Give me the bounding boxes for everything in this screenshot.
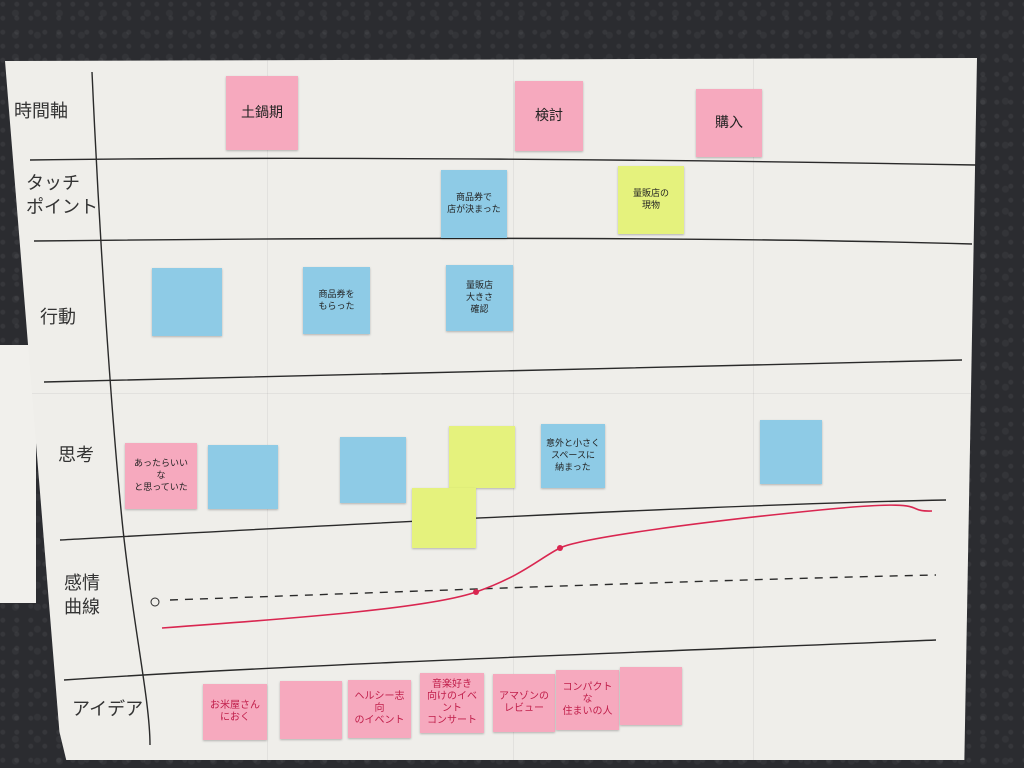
sticky-note-action: 商品券を もらった [303, 267, 370, 334]
sticky-note-thought: 意外と小さく スペースに 納まった [541, 424, 605, 488]
emotion-curve-line [161, 504, 933, 629]
emotion-baseline [169, 574, 937, 601]
emotion-curve-point [473, 589, 479, 595]
sticky-note-action: 量販店 大きさ 確認 [446, 265, 513, 331]
sticky-note-time: 購入 [696, 89, 762, 157]
row-divider [63, 639, 937, 681]
sticky-note-idea [280, 681, 342, 739]
row-label-thought: 思考 [58, 445, 94, 466]
sticky-note-thought [208, 445, 278, 509]
sticky-note-idea [620, 667, 682, 725]
sticky-note-idea: 音楽好き 向けのイベント コンサート [420, 673, 484, 733]
row-divider [33, 237, 973, 245]
sticky-note-thought [760, 420, 822, 484]
sticky-note-thought [449, 426, 515, 488]
row-label-idea: アイデア [72, 699, 144, 720]
sticky-note-thought [412, 488, 476, 548]
sticky-note-time: 土鍋期 [226, 76, 298, 150]
sticky-note-idea: コンパクトな 住まいの人 [556, 670, 619, 730]
sticky-note-thought: あったらいいな と思っていた [125, 443, 197, 509]
sticky-note-action [152, 268, 222, 336]
sticky-note-idea: お米屋さん におく [203, 684, 267, 740]
sticky-note-idea: ヘルシー志向 のイベント [348, 680, 411, 738]
row-divider [43, 359, 963, 383]
sticky-note-time: 検討 [515, 81, 583, 151]
row-axis-line [91, 71, 151, 746]
sticky-note-touch: 商品券で 店が決まった [441, 170, 507, 238]
emotion-baseline-origin-marker [150, 597, 160, 607]
row-label-emotion: 感情 曲線 [64, 573, 100, 618]
sticky-note-touch: 量販店の 現物 [618, 166, 684, 234]
row-divider [59, 499, 947, 541]
sticky-note-idea: アマゾンの レビュー [493, 674, 555, 732]
row-label-touch: タッチ ポイント [26, 173, 98, 218]
emotion-curve-point [557, 545, 563, 551]
sticky-note-thought [340, 437, 406, 503]
adjacent-paper-sheet [0, 345, 36, 603]
row-divider [29, 157, 977, 166]
row-label-action: 行動 [40, 307, 76, 328]
row-label-time: 時間軸 [14, 101, 68, 122]
